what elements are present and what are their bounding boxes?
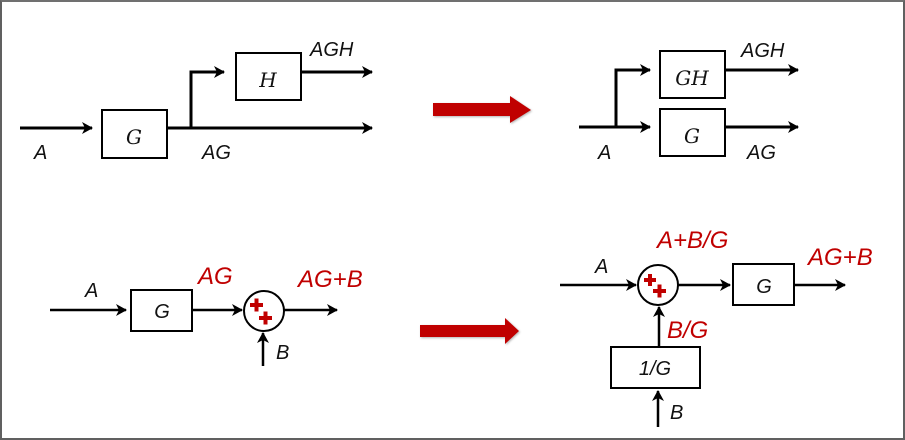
block-h-label: H xyxy=(258,68,277,92)
block-gh-label: GH xyxy=(675,66,709,90)
top-transform-arrow xyxy=(433,96,531,123)
output-lower-label: AG xyxy=(201,142,231,164)
block-g xyxy=(130,289,193,332)
block-h xyxy=(235,52,302,101)
block-g-label: G xyxy=(756,276,772,298)
sum-label: A+B/G xyxy=(655,227,728,254)
block-g-label: G xyxy=(126,125,142,149)
plus-sign-2 xyxy=(259,311,272,325)
output-label: AG+B xyxy=(806,244,873,271)
bottom-left-diagram: A G AG AG+B B xyxy=(50,263,363,366)
side-input-label: B xyxy=(276,342,289,364)
branch-arrow xyxy=(614,64,651,127)
feed-label: B/G xyxy=(667,317,708,344)
plus-sign-1 xyxy=(250,298,263,312)
summing-junction xyxy=(243,290,285,332)
block-g xyxy=(659,108,726,157)
block-g-label: G xyxy=(154,301,170,323)
output-upper-label: AGH xyxy=(740,40,785,62)
plus-sign-1 xyxy=(644,274,656,286)
output-upper-label: AGH xyxy=(309,39,354,61)
block-inverse-g xyxy=(610,346,701,389)
output-lower-label: AG xyxy=(746,142,776,164)
block-g xyxy=(101,109,168,159)
top-right-diagram: A GH G AGH AG xyxy=(579,40,799,164)
input-label: A xyxy=(594,256,608,278)
branch-arrow xyxy=(189,66,225,128)
input-label: A xyxy=(597,142,611,164)
plus-sign-2 xyxy=(653,284,666,298)
block-inverse-g-label: 1/G xyxy=(639,358,671,380)
block-g-label: G xyxy=(684,124,700,148)
bottom-transform-arrow xyxy=(420,318,519,344)
intermediate-label: AG xyxy=(196,263,233,290)
bottom-right-diagram: A A+B/G G AG+B B/G 1/G B xyxy=(560,227,873,427)
side-input-label: B xyxy=(670,402,683,424)
input-label: A xyxy=(33,142,47,164)
input-label: A xyxy=(84,280,98,302)
output-label: AG+B xyxy=(296,266,363,293)
block-gh xyxy=(659,50,726,99)
top-left-diagram: A G AG H AGH xyxy=(20,39,373,164)
